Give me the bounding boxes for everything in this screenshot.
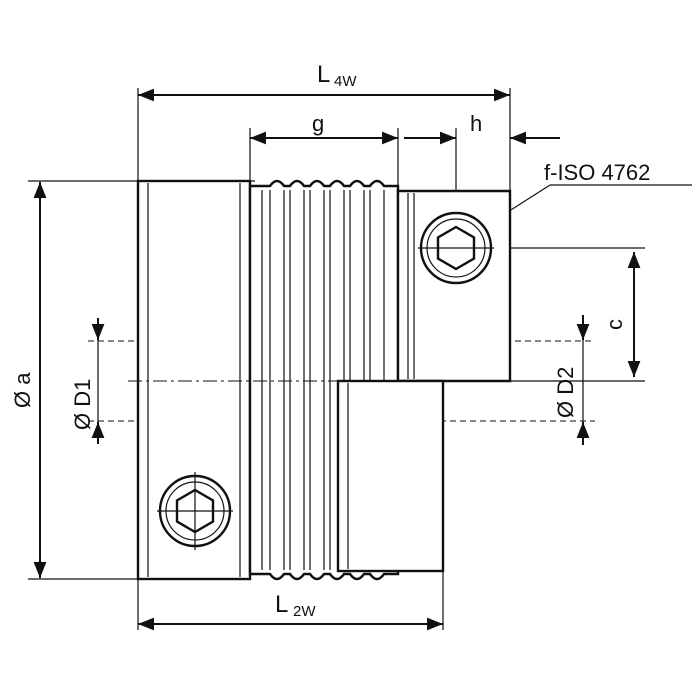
d2-label: Ø D2 bbox=[553, 367, 578, 418]
dimension-g: g bbox=[249, 111, 399, 186]
dimension-a: Ø a bbox=[10, 180, 255, 580]
dimension-c: c bbox=[490, 247, 645, 382]
dimension-l2w: L 2W bbox=[137, 390, 444, 631]
a-label: Ø a bbox=[10, 372, 35, 408]
right-hub-sleeve bbox=[336, 379, 445, 573]
screw-top-icon bbox=[418, 211, 494, 285]
h-label: h bbox=[470, 111, 482, 136]
c-label: c bbox=[602, 319, 627, 330]
g-label: g bbox=[312, 111, 324, 136]
l4w-subscript: 4W bbox=[334, 73, 357, 90]
d1-label: Ø D1 bbox=[70, 379, 95, 430]
screw-spec-callout: f-ISO 4762 bbox=[469, 160, 692, 237]
dimension-l4w: L 4W bbox=[137, 61, 511, 190]
l2w-label: L bbox=[275, 591, 288, 618]
l4w-label: L bbox=[317, 61, 330, 88]
dimension-d2: Ø D2 bbox=[405, 315, 595, 445]
l2w-subscript: 2W bbox=[293, 603, 316, 620]
screw-spec-label: f-ISO 4762 bbox=[544, 160, 650, 185]
screw-bottom-icon bbox=[157, 472, 233, 550]
